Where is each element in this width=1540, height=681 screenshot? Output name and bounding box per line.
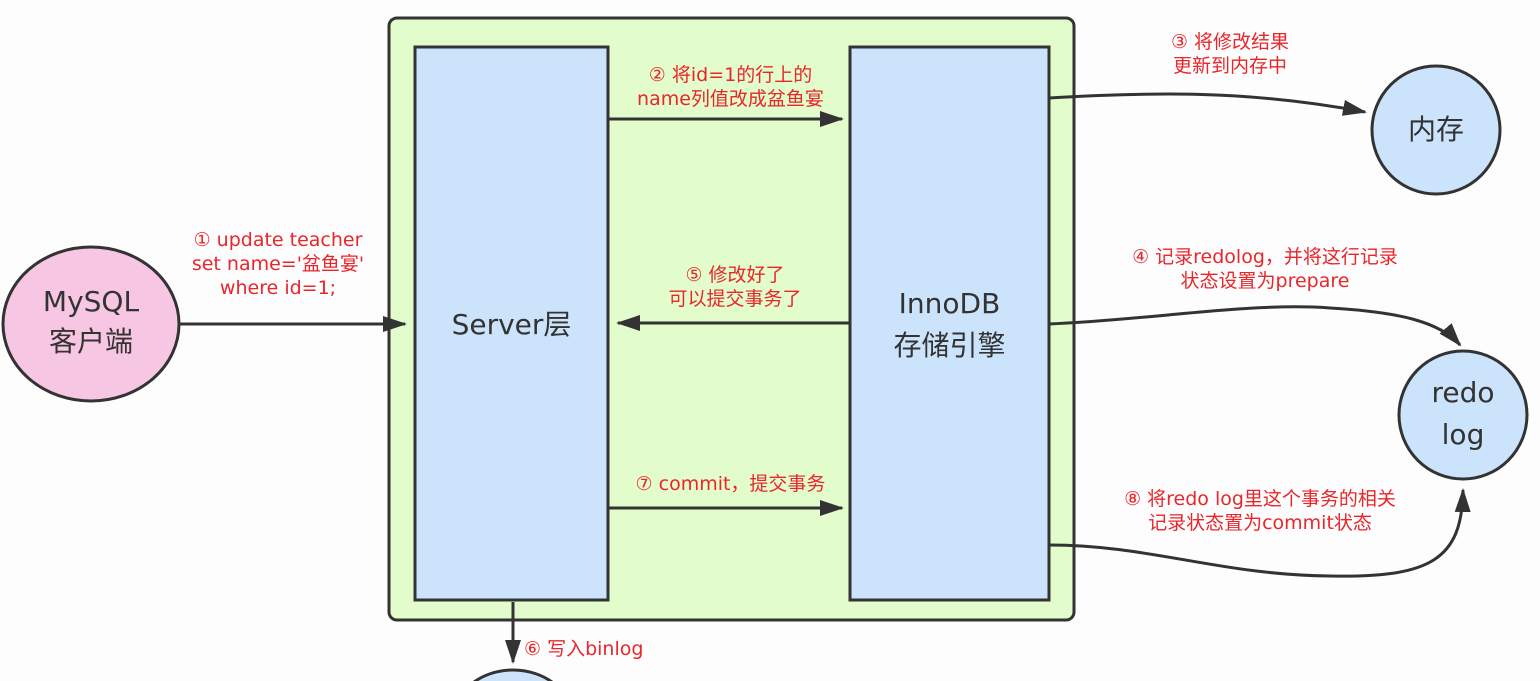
innodb-label: InnoDB 存储引擎	[893, 287, 1006, 362]
step-2-label: ② 将id=1的行上的 name列值改成盆鱼宴	[637, 64, 824, 110]
memory-label: 内存	[1407, 113, 1464, 146]
step-6-label: ⑥ 写入binlog	[524, 638, 644, 660]
arrow-step-3	[1048, 92, 1367, 116]
innodb-box[interactable]	[848, 45, 1051, 602]
step-5-label: ⑤ 修改好了 可以提交事务了	[668, 264, 802, 310]
arrow-step-4	[1048, 305, 1462, 347]
step-1-label: ① update teacher set name='盆鱼宴' where id…	[191, 229, 365, 299]
redolog-label: redo log	[1431, 376, 1495, 451]
step-8-label: ⑧ 将redo log里这个事务的相关 记录状态置为commit状态	[1124, 488, 1396, 534]
memory-node[interactable]	[1370, 64, 1502, 196]
server-layer-label: Server层	[451, 308, 572, 341]
server-layer-box[interactable]	[413, 45, 610, 602]
arrow-step-8	[1048, 488, 1471, 578]
step-4-label: ④ 记录redolog，并将这行记录 状态设置为prepare	[1132, 246, 1398, 292]
binlog-node[interactable]	[453, 668, 573, 681]
step-3-label: ③ 将修改结果 更新到内存中	[1170, 31, 1290, 77]
step-7-label: ⑦ commit，提交事务	[635, 473, 826, 495]
mysql-client-label: MySQL 客户端	[42, 285, 140, 358]
redolog-node[interactable]	[1397, 349, 1529, 481]
